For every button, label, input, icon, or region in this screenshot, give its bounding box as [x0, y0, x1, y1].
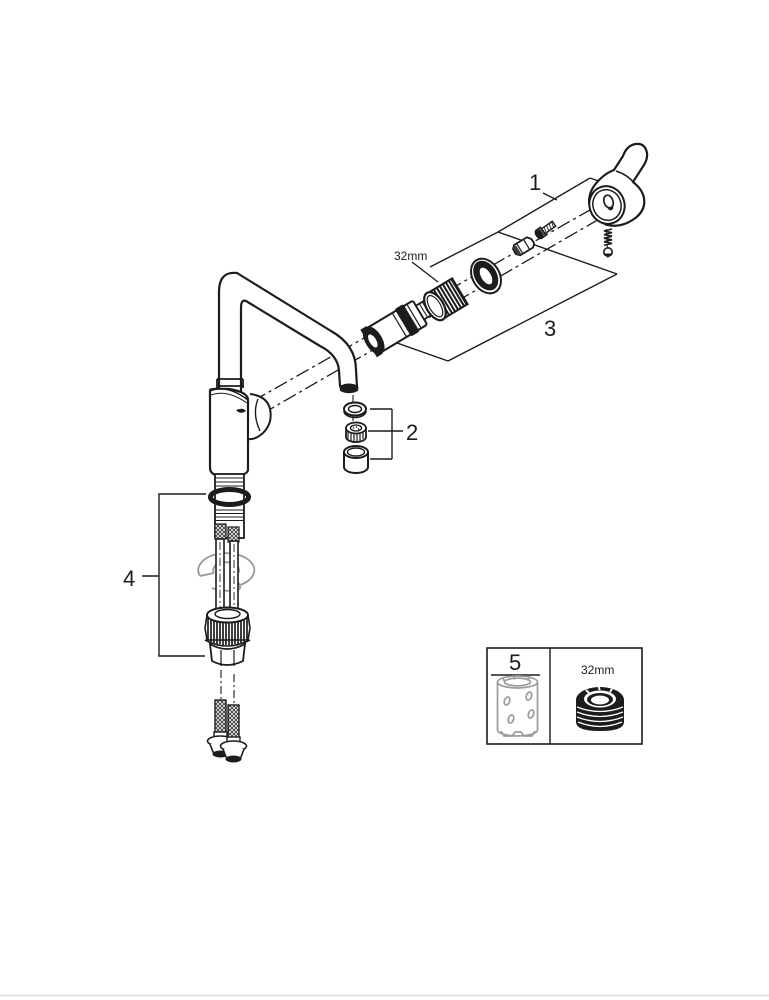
callout-4-label: 4: [123, 566, 135, 591]
inset-threaded-ring: [576, 686, 624, 731]
mounting-nut: [204, 606, 251, 666]
spout-tube: [217, 271, 359, 394]
handle-screw: [534, 220, 557, 240]
size-32mm-leader: [411, 261, 439, 283]
inset-32mm-annotation: 32mm: [581, 663, 614, 677]
callout-2-bracket: [368, 408, 403, 460]
body-logo-mark: [236, 408, 246, 413]
spout-collar: [216, 378, 244, 388]
shank-o-ring: [208, 487, 251, 507]
faucet-assembly: [208, 271, 359, 543]
group1-group3-shared-edge: [497, 231, 618, 275]
size-32mm-annotation: 32mm: [394, 249, 427, 263]
group1-edge-top-left: [497, 177, 591, 233]
detent-ball: [602, 247, 613, 258]
socket-tool: [496, 675, 539, 737]
group3-edge-top-left: [429, 231, 499, 268]
outlet-washer: [343, 401, 367, 419]
callout-5-label: 5: [509, 650, 521, 675]
threaded-shank: [208, 473, 251, 543]
handle-spring: [603, 228, 613, 247]
handle-lever: [587, 142, 649, 227]
callout-2-label: 2: [406, 420, 418, 445]
group-3-cartridge-parts: 32mm 3: [360, 249, 556, 358]
group3-edge-bottom-right: [447, 273, 618, 362]
callout-3-label: 3: [544, 316, 556, 341]
dome-cap-nut: [512, 236, 536, 257]
group-4-mounting-parts: 4: [123, 493, 256, 763]
group-1-handle-parts: 1: [512, 142, 649, 261]
callout-1-label: 1: [529, 170, 541, 195]
mounting-nut-hex-base: [208, 642, 247, 666]
outlet-sleeve: [343, 445, 369, 474]
group-2-aerator-parts: 2: [343, 395, 418, 474]
faucet-body: [208, 387, 250, 479]
spout-outlet-tip: [339, 383, 359, 393]
cartridge-housing-port: [248, 393, 272, 441]
callout-1-leader: [542, 192, 558, 201]
aerator-insert: [345, 421, 367, 443]
shank-tubes: [215, 538, 239, 612]
callout-4-bracket: [142, 493, 206, 657]
cartridge-threaded-ring: [423, 277, 469, 322]
inset-box-part-5: 5 32mm: [486, 647, 643, 745]
horseshoe-washer: [197, 552, 256, 592]
cap-ring: [470, 257, 502, 295]
supply-hose-right: [219, 704, 248, 763]
